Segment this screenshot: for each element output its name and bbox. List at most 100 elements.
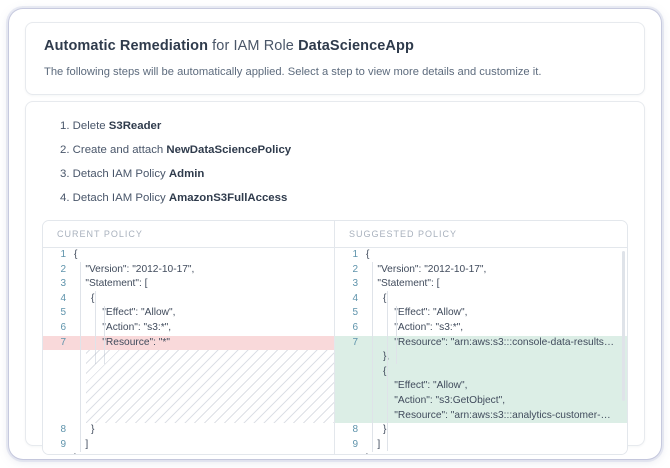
remediation-step-1[interactable]: 1. Delete S3Reader <box>42 114 628 138</box>
code-line-content: "Version": "2012-10-17", <box>364 263 627 278</box>
code-line <box>43 379 334 394</box>
remediation-step-2[interactable]: 2. Create and attach NewDataSciencePolic… <box>42 138 628 162</box>
code-line: 9 ] <box>43 438 334 453</box>
step-action-text: Delete <box>72 120 109 132</box>
code-line: { <box>335 364 627 380</box>
code-line: 1{ <box>43 248 334 263</box>
code-line-text: { <box>366 365 387 377</box>
code-line: 9 ] <box>335 438 627 453</box>
code-line: 2 "Version": "2012-10-17", <box>335 263 627 278</box>
code-line-text: ] <box>366 438 381 450</box>
code-line-content: "Statement": [ <box>364 277 627 292</box>
current-policy-header: CURENT POLICY <box>43 221 334 248</box>
code-line-content <box>72 409 334 424</box>
code-line: 5 "Effect": "Allow", <box>335 306 627 321</box>
step-target-name: AmazonS3FullAccess <box>168 192 288 204</box>
page-title-mid: for IAM Role <box>208 38 299 54</box>
step-number: 3. <box>60 168 70 180</box>
step-action-text: Create and attach <box>72 144 167 156</box>
line-number: 3 <box>60 278 66 290</box>
code-scrollbar[interactable] <box>622 251 625 401</box>
code-line-text: "Resource": "arn:aws:s3:::console-data-r… <box>366 336 615 348</box>
code-line: 4 { <box>43 292 334 307</box>
page-subtitle: The following steps will be automaticall… <box>44 66 542 78</box>
code-line-content: "Effect": "Allow", <box>364 379 627 394</box>
code-line-content <box>72 365 334 380</box>
code-line-content: "Action": "s3:GetObject", <box>364 394 627 409</box>
line-number: 3 <box>352 278 358 290</box>
suggested-policy-code[interactable]: 1{2 "Version": "2012-10-17",3 "Statement… <box>335 248 627 454</box>
line-number: 7 <box>60 336 66 348</box>
code-line-content: ] <box>364 438 627 453</box>
line-number <box>43 409 72 424</box>
code-line-text: } <box>74 453 77 454</box>
code-line: "Resource": "arn:aws:s3:::analytics-cust… <box>335 408 627 424</box>
line-number: 4 <box>352 292 358 304</box>
line-number: 6 <box>60 321 66 333</box>
code-line-text: "Statement": [ <box>74 278 148 290</box>
code-line: 8 } <box>43 423 334 438</box>
code-line: 5 "Effect": "Allow", <box>43 306 334 321</box>
code-line: "Action": "s3:GetObject", <box>335 393 627 409</box>
remediation-step-4[interactable]: 4. Detach IAM Policy AmazonS3FullAccess <box>42 186 628 210</box>
header-card: Automatic Remediation for IAM Role DataS… <box>25 22 645 95</box>
code-line-text: } <box>366 424 387 436</box>
code-line-content: "Effect": "Allow", <box>72 306 334 321</box>
code-line <box>43 408 334 424</box>
code-line-text: "Action": "s3:*", <box>74 321 172 333</box>
suggested-policy-header-label: SUGGESTED POLICY <box>349 229 458 239</box>
code-line: 10} <box>43 452 334 454</box>
code-line: 7 "Resource": "arn:aws:s3:::console-data… <box>335 335 627 351</box>
code-line <box>43 350 334 365</box>
code-line-text: "Version": "2012-10-17", <box>366 263 487 275</box>
code-line-text: { <box>74 292 95 304</box>
line-number: 8 <box>352 424 358 436</box>
code-line: "Effect": "Allow", <box>335 379 627 394</box>
code-line-text: "Resource": "*" <box>74 336 170 348</box>
code-line-content: "Action": "s3:*", <box>364 321 627 336</box>
dialog-content: Automatic Remediation for IAM Role DataS… <box>25 22 645 455</box>
line-number: 1 <box>60 249 66 260</box>
code-line: 6 "Action": "s3:*", <box>335 321 627 336</box>
line-number <box>43 365 72 380</box>
code-line-content: }, <box>364 350 627 365</box>
line-number: 10 <box>335 452 364 454</box>
line-number: 8 <box>60 424 66 436</box>
line-number: 6 <box>352 321 358 333</box>
line-number: 5 <box>352 307 358 319</box>
code-line: 4 { <box>335 292 627 307</box>
code-line: 10} <box>335 452 627 454</box>
policy-diff-viewer: CURENT POLICY 1{2 "Version": "2012-10-17… <box>42 220 628 455</box>
code-line-text: }, <box>366 351 390 363</box>
code-line: }, <box>335 350 627 365</box>
code-line-text: { <box>366 292 387 304</box>
code-line: 3 "Statement": [ <box>335 277 627 292</box>
code-line-content: } <box>72 452 334 454</box>
code-line-text: } <box>74 424 95 436</box>
code-line: 7 "Resource": "*" <box>43 335 334 351</box>
remediation-step-3[interactable]: 3. Detach IAM Policy Admin <box>42 162 628 186</box>
current-policy-code[interactable]: 1{2 "Version": "2012-10-17",3 "Statement… <box>43 248 334 454</box>
step-number: 1. <box>60 120 70 132</box>
code-line-text: { <box>74 249 78 260</box>
code-line-text: "Version": "2012-10-17", <box>74 263 195 275</box>
line-number <box>43 394 72 409</box>
line-number: 10 <box>43 452 72 454</box>
code-line-text: "Effect": "Allow", <box>74 307 176 319</box>
line-number <box>43 379 72 394</box>
code-line-content: { <box>72 248 334 263</box>
code-line-text: "Action": "s3:GetObject", <box>366 394 506 406</box>
suggested-policy-header: SUGGESTED POLICY <box>335 221 627 248</box>
step-number: 2. <box>60 144 70 156</box>
code-line-content: "Resource": "arn:aws:s3:::analytics-cust… <box>364 409 627 424</box>
code-line-content: } <box>72 423 334 438</box>
line-number: 7 <box>352 336 358 348</box>
code-line: 1{ <box>335 248 627 263</box>
code-line-text: "Statement": [ <box>366 278 440 290</box>
step-action-text: Detach IAM Policy <box>72 192 169 204</box>
code-line <box>43 364 334 380</box>
code-line-content: ] <box>72 438 334 453</box>
